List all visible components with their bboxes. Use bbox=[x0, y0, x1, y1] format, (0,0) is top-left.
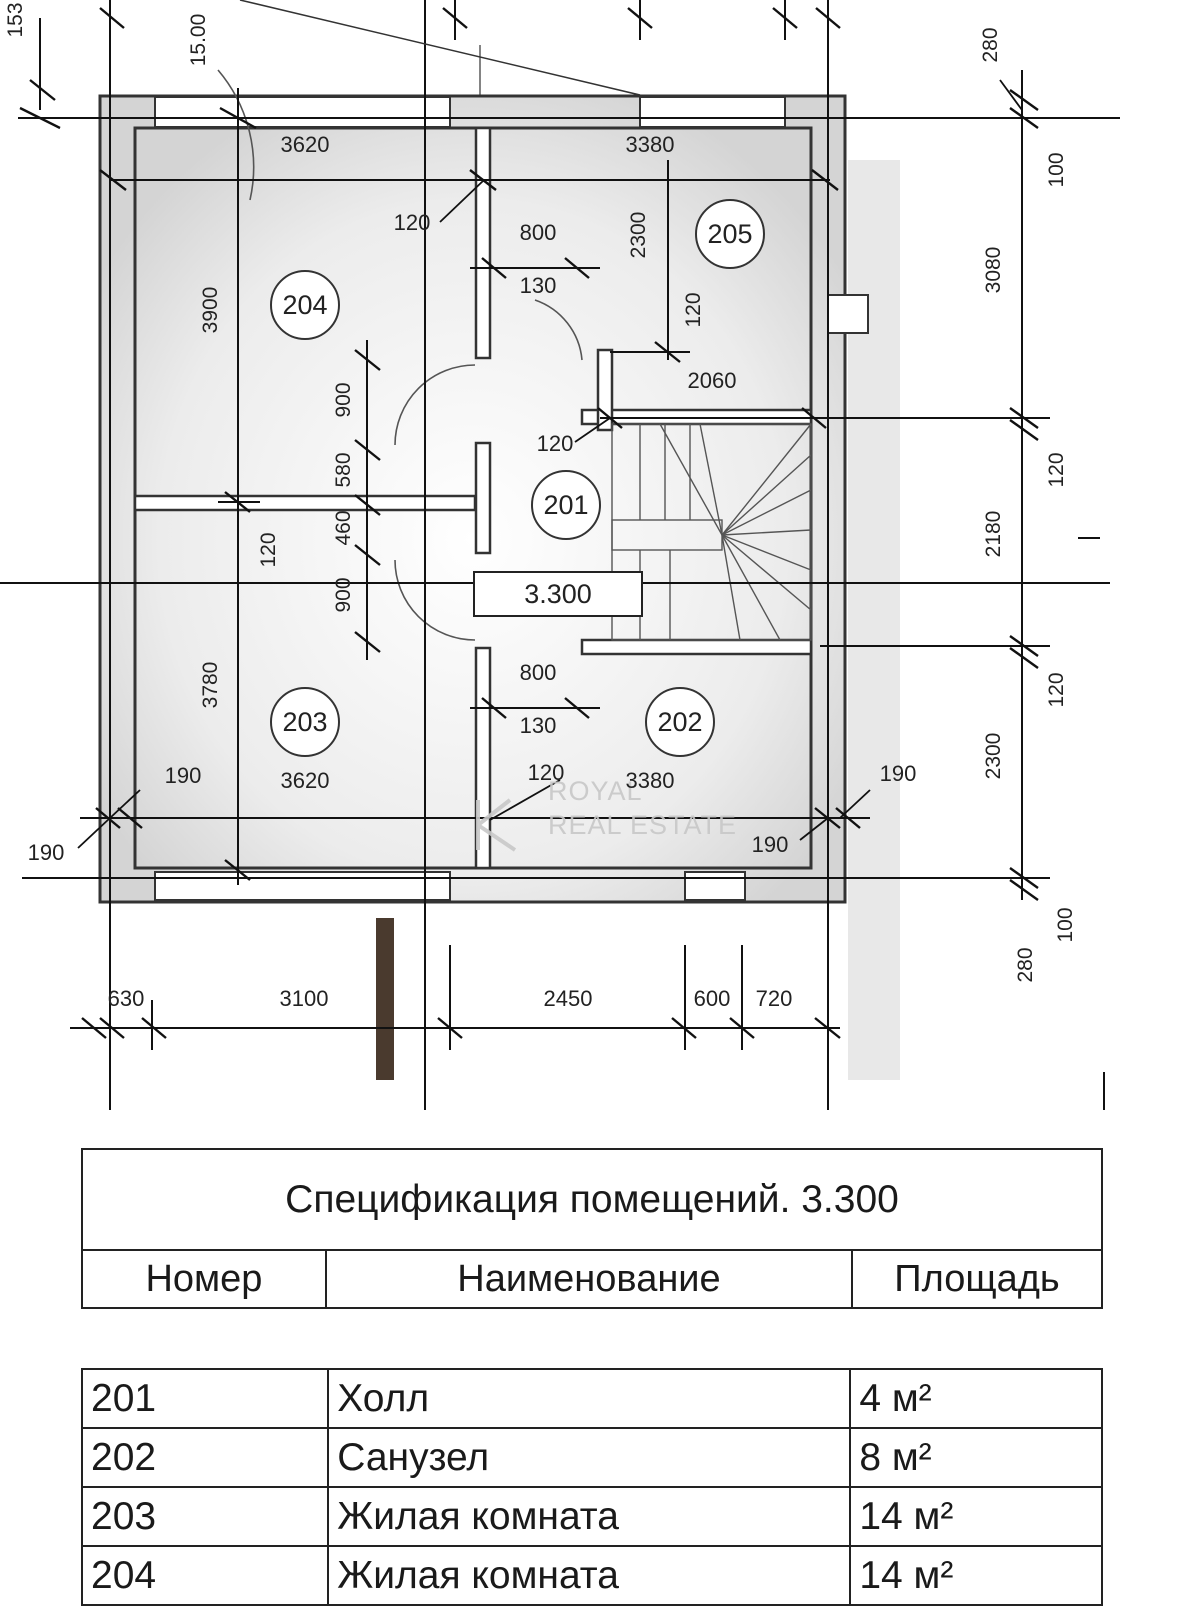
room-205-tag: 205 bbox=[695, 199, 765, 269]
level-mark: 3.300 bbox=[473, 571, 643, 617]
svg-text:3380: 3380 bbox=[626, 768, 675, 793]
svg-text:3780: 3780 bbox=[199, 662, 222, 709]
svg-text:460: 460 bbox=[332, 510, 355, 545]
svg-text:205: 205 bbox=[707, 219, 752, 249]
svg-text:2180: 2180 bbox=[982, 511, 1005, 558]
leader-lines bbox=[77, 79, 1023, 849]
svg-text:120: 120 bbox=[394, 210, 431, 235]
room-area: 8 м² bbox=[849, 1427, 1103, 1488]
spec-table-header: Спецификация помещений. 3.300 Номер Наим… bbox=[81, 1148, 1103, 1309]
room-name: Жилая комната bbox=[327, 1545, 852, 1606]
svg-text:120: 120 bbox=[1045, 672, 1068, 707]
svg-text:100: 100 bbox=[1045, 152, 1068, 187]
table-row: 203 Жилая комната 14 м² bbox=[80, 1486, 1103, 1547]
room-202-tag: 202 bbox=[645, 687, 715, 757]
room-area: 14 м² bbox=[849, 1545, 1103, 1606]
svg-text:280: 280 bbox=[1014, 947, 1037, 982]
svg-text:202: 202 bbox=[657, 707, 702, 737]
staircase bbox=[611, 423, 812, 641]
room-number: 203 bbox=[80, 1486, 330, 1547]
svg-text:600: 600 bbox=[694, 986, 731, 1011]
room-name: Холл bbox=[327, 1368, 852, 1429]
watermark-logo: ROYAL REAL ESTATE bbox=[476, 776, 737, 852]
svg-text:120: 120 bbox=[257, 532, 280, 567]
col-area-header: Площадь bbox=[851, 1249, 1103, 1309]
dimension-ticks bbox=[19, 7, 1039, 1039]
windows bbox=[154, 96, 869, 901]
room-area: 14 м² bbox=[849, 1486, 1103, 1547]
svg-text:REAL ESTATE: REAL ESTATE bbox=[548, 810, 737, 840]
svg-text:3900: 3900 bbox=[199, 287, 222, 334]
svg-text:203: 203 bbox=[282, 707, 327, 737]
svg-text:120: 120 bbox=[682, 292, 705, 327]
axis-lines bbox=[0, 0, 1120, 1110]
svg-text:3100: 3100 bbox=[280, 986, 329, 1011]
svg-text:280: 280 bbox=[979, 27, 1002, 62]
svg-text:190: 190 bbox=[165, 763, 202, 788]
svg-text:3620: 3620 bbox=[281, 768, 330, 793]
room-name: Санузел bbox=[327, 1427, 852, 1488]
roof-slope bbox=[239, 0, 641, 96]
room-204-tag: 204 bbox=[270, 270, 340, 340]
svg-text:3.300: 3.300 bbox=[524, 579, 592, 609]
table-row: 201 Холл 4 м² bbox=[80, 1368, 1103, 1429]
svg-text:2450: 2450 bbox=[544, 986, 593, 1011]
svg-text:2060: 2060 bbox=[688, 368, 737, 393]
svg-text:120: 120 bbox=[537, 431, 574, 456]
svg-text:720: 720 bbox=[756, 986, 793, 1011]
svg-text:580: 580 bbox=[332, 452, 355, 487]
table-row: 202 Санузел 8 м² bbox=[80, 1427, 1103, 1488]
svg-text:120: 120 bbox=[528, 760, 565, 785]
svg-text:204: 204 bbox=[282, 290, 327, 320]
room-number: 201 bbox=[80, 1368, 330, 1429]
svg-text:900: 900 bbox=[332, 577, 355, 612]
room-number: 202 bbox=[80, 1427, 330, 1488]
spec-table-body: 201 Холл 4 м² 202 Санузел 8 м² 203 Жилая… bbox=[80, 1368, 1103, 1606]
svg-text:190: 190 bbox=[28, 840, 65, 865]
svg-text:3620: 3620 bbox=[281, 132, 330, 157]
svg-text:130: 130 bbox=[520, 273, 557, 298]
svg-text:800: 800 bbox=[520, 220, 557, 245]
svg-text:100: 100 bbox=[1054, 907, 1077, 942]
svg-text:201: 201 bbox=[543, 490, 588, 520]
svg-text:120: 120 bbox=[1045, 452, 1068, 487]
svg-text:190: 190 bbox=[880, 761, 917, 786]
svg-text:900: 900 bbox=[332, 382, 355, 417]
svg-text:2300: 2300 bbox=[982, 733, 1005, 780]
svg-text:190: 190 bbox=[752, 832, 789, 857]
spec-title: Спецификация помещений. 3.300 bbox=[81, 1148, 1103, 1251]
floor-plan: 204 205 201 203 202 3.300 ROYAL REAL EST… bbox=[0, 0, 1120, 1110]
svg-text:130: 130 bbox=[520, 713, 557, 738]
col-name-header: Наименование bbox=[324, 1249, 854, 1309]
room-area: 4 м² bbox=[849, 1368, 1103, 1429]
svg-text:800: 800 bbox=[520, 660, 557, 685]
vertical-dimension-labels: 153 15.00 3900 2300 120 900 580 460 120 … bbox=[4, 2, 1077, 982]
section-marker bbox=[376, 918, 394, 1080]
table-row: 204 Жилая комната 14 м² bbox=[80, 1545, 1103, 1606]
room-name: Жилая комната bbox=[327, 1486, 852, 1547]
room-number: 204 bbox=[80, 1545, 330, 1606]
svg-text:3080: 3080 bbox=[982, 247, 1005, 294]
dimension-labels: 3620 3380 120 800 130 2060 120 800 130 1… bbox=[28, 132, 917, 1011]
svg-text:15.00: 15.00 bbox=[187, 14, 210, 67]
svg-text:153: 153 bbox=[4, 2, 27, 37]
door-swings bbox=[217, 69, 583, 641]
room-201-tag: 201 bbox=[531, 470, 601, 540]
room-203-tag: 203 bbox=[270, 687, 340, 757]
svg-text:3380: 3380 bbox=[626, 132, 675, 157]
svg-text:ROYAL: ROYAL bbox=[548, 776, 643, 806]
svg-text:630: 630 bbox=[108, 986, 145, 1011]
col-number-header: Номер bbox=[81, 1249, 327, 1309]
svg-text:2300: 2300 bbox=[627, 212, 650, 259]
